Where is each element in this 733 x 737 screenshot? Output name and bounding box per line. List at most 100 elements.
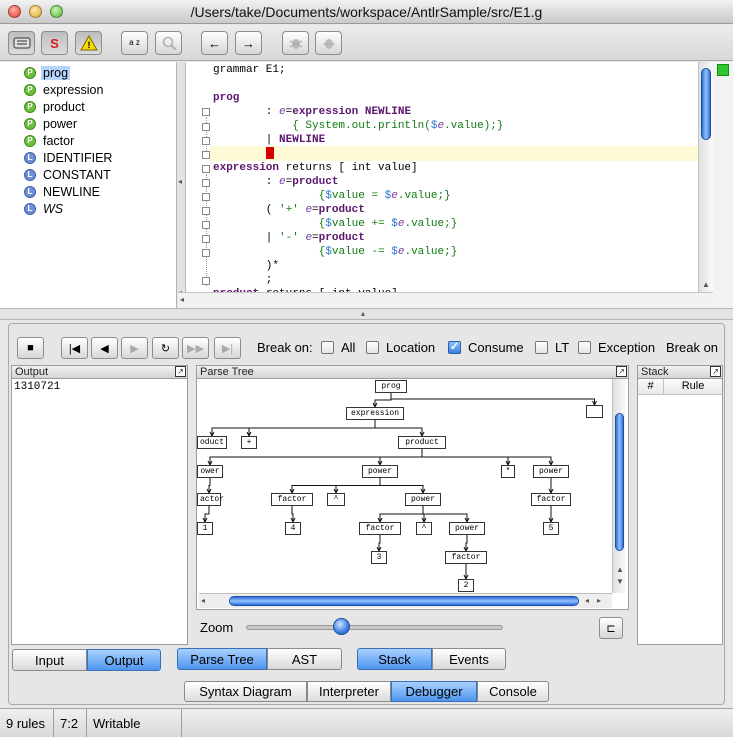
editor-scrollbar[interactable]: ▲ ▼ [698,62,713,308]
tree-vscroll[interactable]: ▲ ▼ [612,379,626,593]
code-line[interactable]: ; [213,273,272,287]
rule-item-expression[interactable]: Pexpression [24,81,103,98]
rule-item-newline[interactable]: LNEWLINE [24,183,100,200]
code-line[interactable] [213,147,274,161]
code-line[interactable]: {$value -= $e.value;} [213,245,457,259]
step-back-button[interactable]: ◀ [91,337,118,359]
code-line[interactable]: : e=expression NEWLINE [213,105,411,119]
sort-rules-button[interactable]: a z [121,31,148,55]
tree-layout-button[interactable]: ⊏ [599,617,623,639]
rule-item-ws[interactable]: LWS [24,200,63,217]
detach-parse-tree-icon[interactable]: ↗ [616,366,627,377]
tree-node-factor-mid[interactable]: factor [271,493,313,506]
editor-hscroll[interactable]: ◂ [178,292,713,308]
rule-item-power[interactable]: Ppower [24,115,77,132]
stop-button[interactable]: ■ [17,337,44,359]
code-line[interactable]: {$value += $e.value;} [213,217,457,231]
break-exception-checkbox[interactable] [578,341,591,354]
tree-node-caret2[interactable]: ^ [416,522,432,535]
ast-tab[interactable]: AST [267,648,342,670]
find-button[interactable] [155,31,182,55]
tree-node-prog[interactable]: prog [375,380,407,393]
fold-marker[interactable] [202,221,210,229]
code-line[interactable]: { System.out.println($e.value);} [213,119,503,133]
code-line[interactable]: : e=product [213,175,338,189]
fold-marker[interactable] [202,193,210,201]
grammar-editor[interactable]: grammar E1; prog : e=expression NEWLINE {… [186,62,698,308]
tree-node-box-right[interactable] [586,405,603,418]
zoom-slider-track[interactable] [246,625,503,630]
fast-forward-button[interactable]: ▶▶ [182,337,209,359]
tree-hscroll[interactable]: ◂ ◂ ▸ [199,593,612,608]
tree-node-product-left[interactable]: oduct [197,436,227,449]
tree-node-power-deep[interactable]: power [449,522,485,535]
splitter-handle-icon[interactable]: ▴ [361,309,365,318]
tree-scroll-down-icon[interactable]: ▼ [616,577,624,586]
horizontal-splitter[interactable]: ▴ [0,308,733,320]
tree-scroll-up-icon[interactable]: ▲ [616,565,624,574]
tree-node-five[interactable]: 5 [543,522,559,535]
code-line[interactable]: prog [213,91,239,105]
fold-marker[interactable] [202,179,210,187]
parse-tree-pane[interactable]: prog expression oduct + product ower power * pow… [196,379,629,610]
step-forward-button[interactable]: ▶ [121,337,148,359]
break-consume-checkbox[interactable]: ✓ [448,341,461,354]
go-to-start-button[interactable]: |◀ [61,337,88,359]
output-tab[interactable]: Output [87,649,161,671]
rule-item-constant[interactable]: LCONSTANT [24,166,111,183]
editor-scroll-thumb[interactable] [701,68,711,140]
break-location-checkbox[interactable] [366,341,379,354]
tree-node-plus[interactable]: + [241,436,257,449]
fold-marker[interactable] [202,165,210,173]
rule-item-factor[interactable]: Pfactor [24,132,74,149]
rule-item-identifier[interactable]: LIDENTIFIER [24,149,112,166]
tab-console[interactable]: Console [477,681,549,702]
tree-node-two[interactable]: 2 [458,579,474,592]
toggle-rules-button[interactable] [8,31,35,55]
go-to-end-button[interactable]: ▶| [214,337,241,359]
tree-scroll-left-icon[interactable]: ◂ [201,596,205,605]
tree-node-star[interactable]: * [501,465,515,478]
input-tab[interactable]: Input [12,649,87,671]
detach-output-icon[interactable]: ↗ [175,366,186,377]
stack-col-index[interactable]: # [638,379,664,394]
detach-stack-icon[interactable]: ↗ [710,366,721,377]
scroll-up-icon[interactable]: ▲ [702,280,710,289]
code-line[interactable]: grammar E1; [213,63,286,77]
debug-step-button[interactable] [315,31,342,55]
tree-node-one[interactable]: 1 [197,522,213,535]
break-all-checkbox[interactable] [321,341,334,354]
tree-node-four[interactable]: 4 [285,522,301,535]
tree-node-product[interactable]: product [398,436,446,449]
tree-node-factor-right[interactable]: factor [531,493,571,506]
tree-node-power-inner[interactable]: power [405,493,441,506]
code-line[interactable]: ( '+' e=product [213,203,365,217]
tree-hscroll-thumb[interactable] [229,596,579,606]
tree-node-expression[interactable]: expression [346,407,404,420]
collapse-left-icon[interactable]: ◂ [178,177,182,186]
vertical-splitter[interactable]: ◂ ◂ [177,62,186,308]
stack-col-rule[interactable]: Rule [664,379,722,394]
tree-node-caret1[interactable]: ^ [327,493,345,506]
tree-node-factor-inner[interactable]: factor [359,522,401,535]
stack-tab[interactable]: Stack [357,648,432,670]
tab-syntax-diagram[interactable]: Syntax Diagram [184,681,307,702]
fold-marker[interactable] [202,235,210,243]
fold-marker[interactable] [202,249,210,257]
tree-node-factor-left[interactable]: actor [197,493,221,506]
zoom-slider-knob[interactable] [333,618,350,635]
tab-interpreter[interactable]: Interpreter [307,681,391,702]
fold-marker[interactable] [202,277,210,285]
rule-item-prog[interactable]: Pprog [24,64,70,81]
break-lt-checkbox[interactable] [535,341,548,354]
tree-vscroll-thumb[interactable] [615,413,624,551]
step-over-button[interactable]: ↻ [152,337,179,359]
debug-button[interactable] [282,31,309,55]
fold-marker[interactable] [202,151,210,159]
toggle-warnings-button[interactable]: ! [75,31,102,55]
code-line[interactable]: | '-' e=product [213,231,365,245]
tree-node-power-mid[interactable]: power [362,465,398,478]
code-line[interactable]: | NEWLINE [213,133,325,147]
tree-node-power-left[interactable]: ower [197,465,223,478]
fold-marker[interactable] [202,108,210,116]
